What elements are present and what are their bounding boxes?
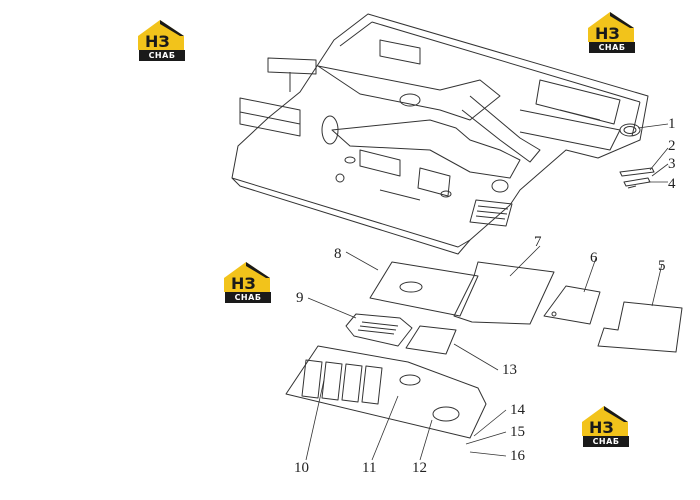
callout-8: 8 [334,246,342,262]
arm-linkage [317,65,501,121]
vent-slots [301,359,383,405]
part-9-grating-plate [345,313,413,347]
logo-house-icon: НЗ [224,262,270,293]
callout-13: 13 [502,362,517,378]
logo-word: СНАБ [225,292,271,303]
callout-2: 2 [668,138,676,154]
arm-crossbar [461,95,541,163]
boss-1 [399,93,421,107]
callout-4: 4 [668,176,676,192]
right-rail [519,109,621,151]
frame-top-edge [339,21,641,137]
callout-6: 6 [590,250,598,266]
logo-letters: НЗ [145,32,170,51]
callout-5: 5 [658,258,666,274]
part-1-round-cover [619,123,641,137]
callout-7: 7 [534,234,542,250]
part-10-11-12-bottom-plate [285,345,487,439]
part-5-plate [597,301,683,353]
logo-word: СНАБ [589,42,635,53]
callout-12: 12 [412,460,427,476]
right-end-box [535,79,621,125]
left-rail [239,97,301,137]
watermark-logo-top-right: НЗ СНАБ [586,8,646,54]
part-7-plate [453,261,555,325]
watermark-logo-middle-left: НЗ СНАБ [222,258,282,304]
callout-14: 14 [510,402,526,418]
part-6-plate [543,285,601,325]
stiffeners [359,39,451,201]
logo-house-icon: НЗ [588,12,634,43]
logo-letters: НЗ [595,24,620,43]
frame-assembly [231,13,649,255]
watermark-logo-top-left: НЗ СНАБ [136,16,196,62]
callout-15: 15 [510,424,525,440]
logo-house-icon: НЗ [138,20,184,51]
boss-4 [344,156,356,164]
front-lip [231,177,471,255]
logo-word: СНАБ [583,436,629,447]
boss-2 [321,115,339,145]
logo-house-icon: НЗ [582,406,628,437]
boss-6 [440,190,452,198]
logo-word: СНАБ [139,50,185,61]
callout-1: 1 [668,116,676,132]
watermark-logo-bottom-right: НЗ СНАБ [580,402,640,448]
part-13-plate [405,325,457,355]
logo-letters: НЗ [589,418,614,437]
callout-10: 10 [294,460,309,476]
left-rail-upper [267,57,317,92]
callout-16: 16 [510,448,526,464]
part-8-plate [369,261,479,317]
callout-11: 11 [362,460,376,476]
boss-3 [491,179,509,193]
callout-9: 9 [296,290,304,306]
front-step-grating [469,199,513,227]
callout-labels: 1 2 3 4 5 6 7 8 9 10 11 12 13 14 15 16 [294,116,676,476]
logo-letters: НЗ [231,274,256,293]
parts-2-4-bracket [619,167,655,189]
leader-lines [305,123,669,461]
boss-5 [335,173,345,183]
arm-linkage-lower [331,119,521,179]
callout-3: 3 [668,156,676,172]
